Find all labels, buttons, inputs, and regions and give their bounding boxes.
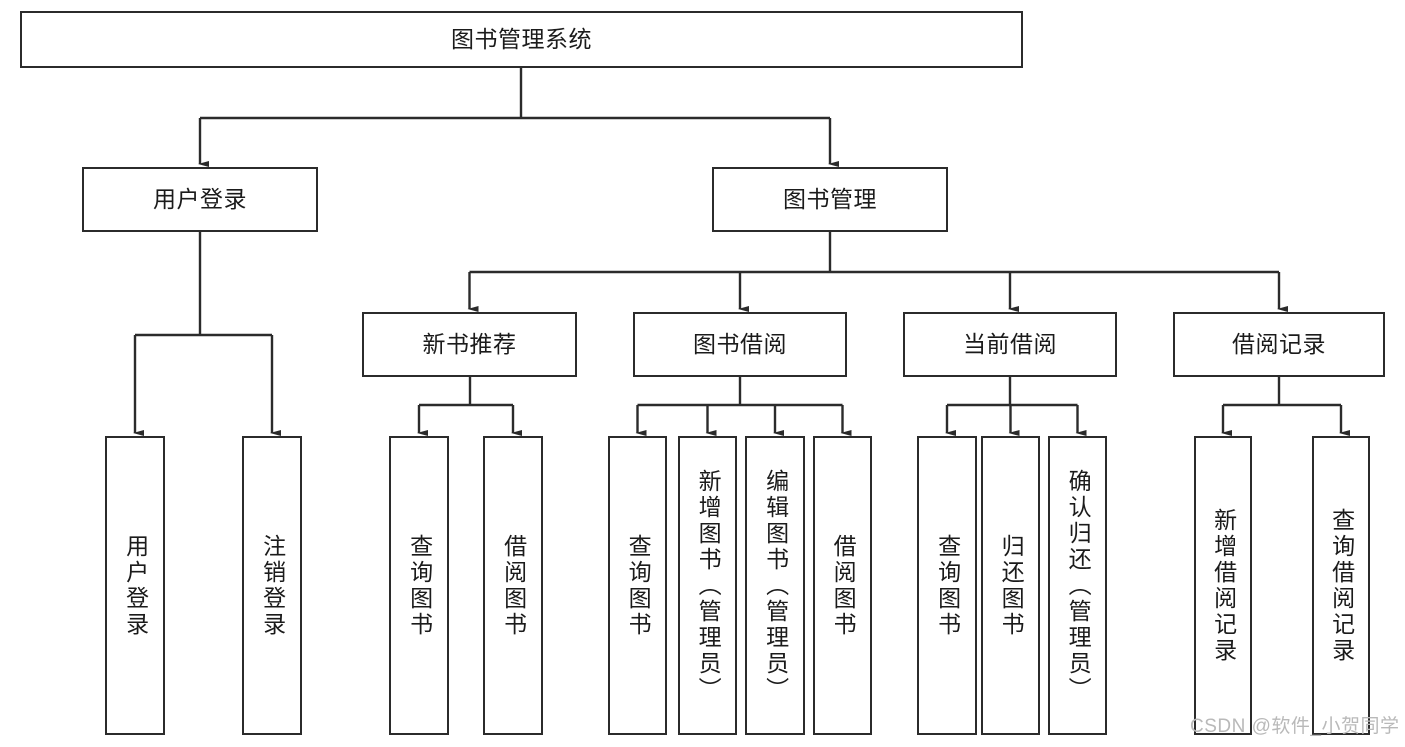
node-label: 借阅图书 — [500, 533, 527, 638]
node-borrow-record[interactable]: 借阅记录 — [1173, 312, 1385, 377]
node-leaf-confirm-return[interactable]: 确认归还（管理员） — [1048, 436, 1107, 735]
node-label: 图书管理系统 — [451, 26, 592, 53]
node-label: 查询图书 — [625, 533, 652, 638]
node-book-manage[interactable]: 图书管理 — [712, 167, 948, 232]
node-leaf-add-record[interactable]: 新增借阅记录 — [1194, 436, 1252, 735]
node-current-borrow[interactable]: 当前借阅 — [903, 312, 1117, 377]
node-leaf-logout[interactable]: 注销登录 — [242, 436, 302, 735]
node-label: 确认归还（管理员） — [1065, 468, 1092, 703]
node-leaf-query-book-1[interactable]: 查询图书 — [389, 436, 449, 735]
node-label: 用户登录 — [122, 533, 149, 638]
node-new-book-recommend[interactable]: 新书推荐 — [362, 312, 577, 377]
node-label: 新书推荐 — [422, 331, 517, 358]
node-leaf-edit-book[interactable]: 编辑图书（管理员） — [745, 436, 805, 735]
node-label: 当前借阅 — [963, 331, 1057, 358]
node-leaf-borrow-book-2[interactable]: 借阅图书 — [813, 436, 872, 735]
node-label: 新增借阅记录 — [1210, 507, 1237, 664]
node-root[interactable]: 图书管理系统 — [20, 11, 1023, 68]
node-leaf-return-book[interactable]: 归还图书 — [981, 436, 1040, 735]
node-label: 图书借阅 — [693, 331, 787, 358]
node-label: 归还图书 — [998, 533, 1025, 638]
node-book-borrow[interactable]: 图书借阅 — [633, 312, 847, 377]
node-label: 借阅图书 — [830, 533, 857, 638]
node-leaf-add-book[interactable]: 新增图书（管理员） — [678, 436, 737, 735]
node-label: 借阅记录 — [1232, 331, 1326, 358]
node-label: 图书管理 — [783, 186, 877, 213]
node-label: 查询图书 — [934, 533, 961, 638]
node-leaf-query-book-2[interactable]: 查询图书 — [608, 436, 667, 735]
node-user-login[interactable]: 用户登录 — [82, 167, 318, 232]
node-label: 新增图书（管理员） — [695, 468, 722, 703]
node-label: 查询图书 — [406, 533, 433, 638]
node-leaf-query-book-3[interactable]: 查询图书 — [917, 436, 977, 735]
node-label: 注销登录 — [259, 533, 286, 638]
node-label: 用户登录 — [153, 186, 247, 213]
node-label: 编辑图书（管理员） — [762, 468, 789, 703]
node-leaf-user-login[interactable]: 用户登录 — [105, 436, 165, 735]
node-leaf-query-record[interactable]: 查询借阅记录 — [1312, 436, 1370, 735]
node-leaf-borrow-book-1[interactable]: 借阅图书 — [483, 436, 543, 735]
node-label: 查询借阅记录 — [1328, 507, 1355, 664]
